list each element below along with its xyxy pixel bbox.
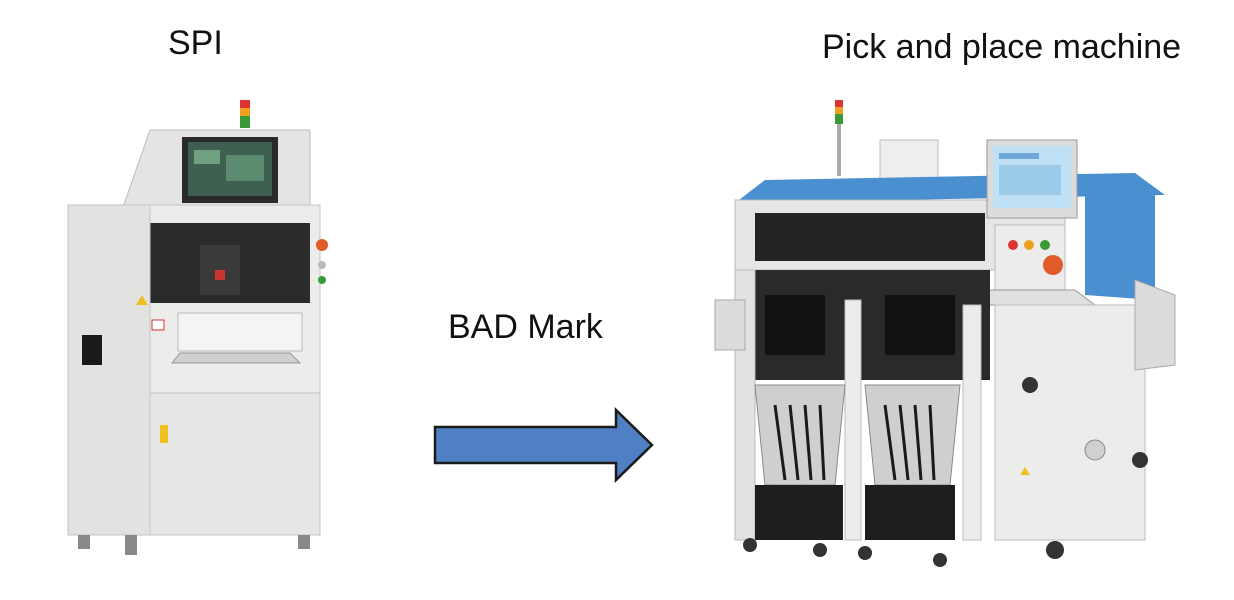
pick-and-place-machine-icon [714, 100, 1176, 567]
spi-machine-icon [67, 100, 328, 555]
spi-label: SPI [168, 24, 223, 62]
right-arrow-icon [433, 407, 654, 483]
pick-and-place-label: Pick and place machine [822, 28, 1182, 66]
bad-mark-label: BAD Mark [448, 308, 603, 346]
